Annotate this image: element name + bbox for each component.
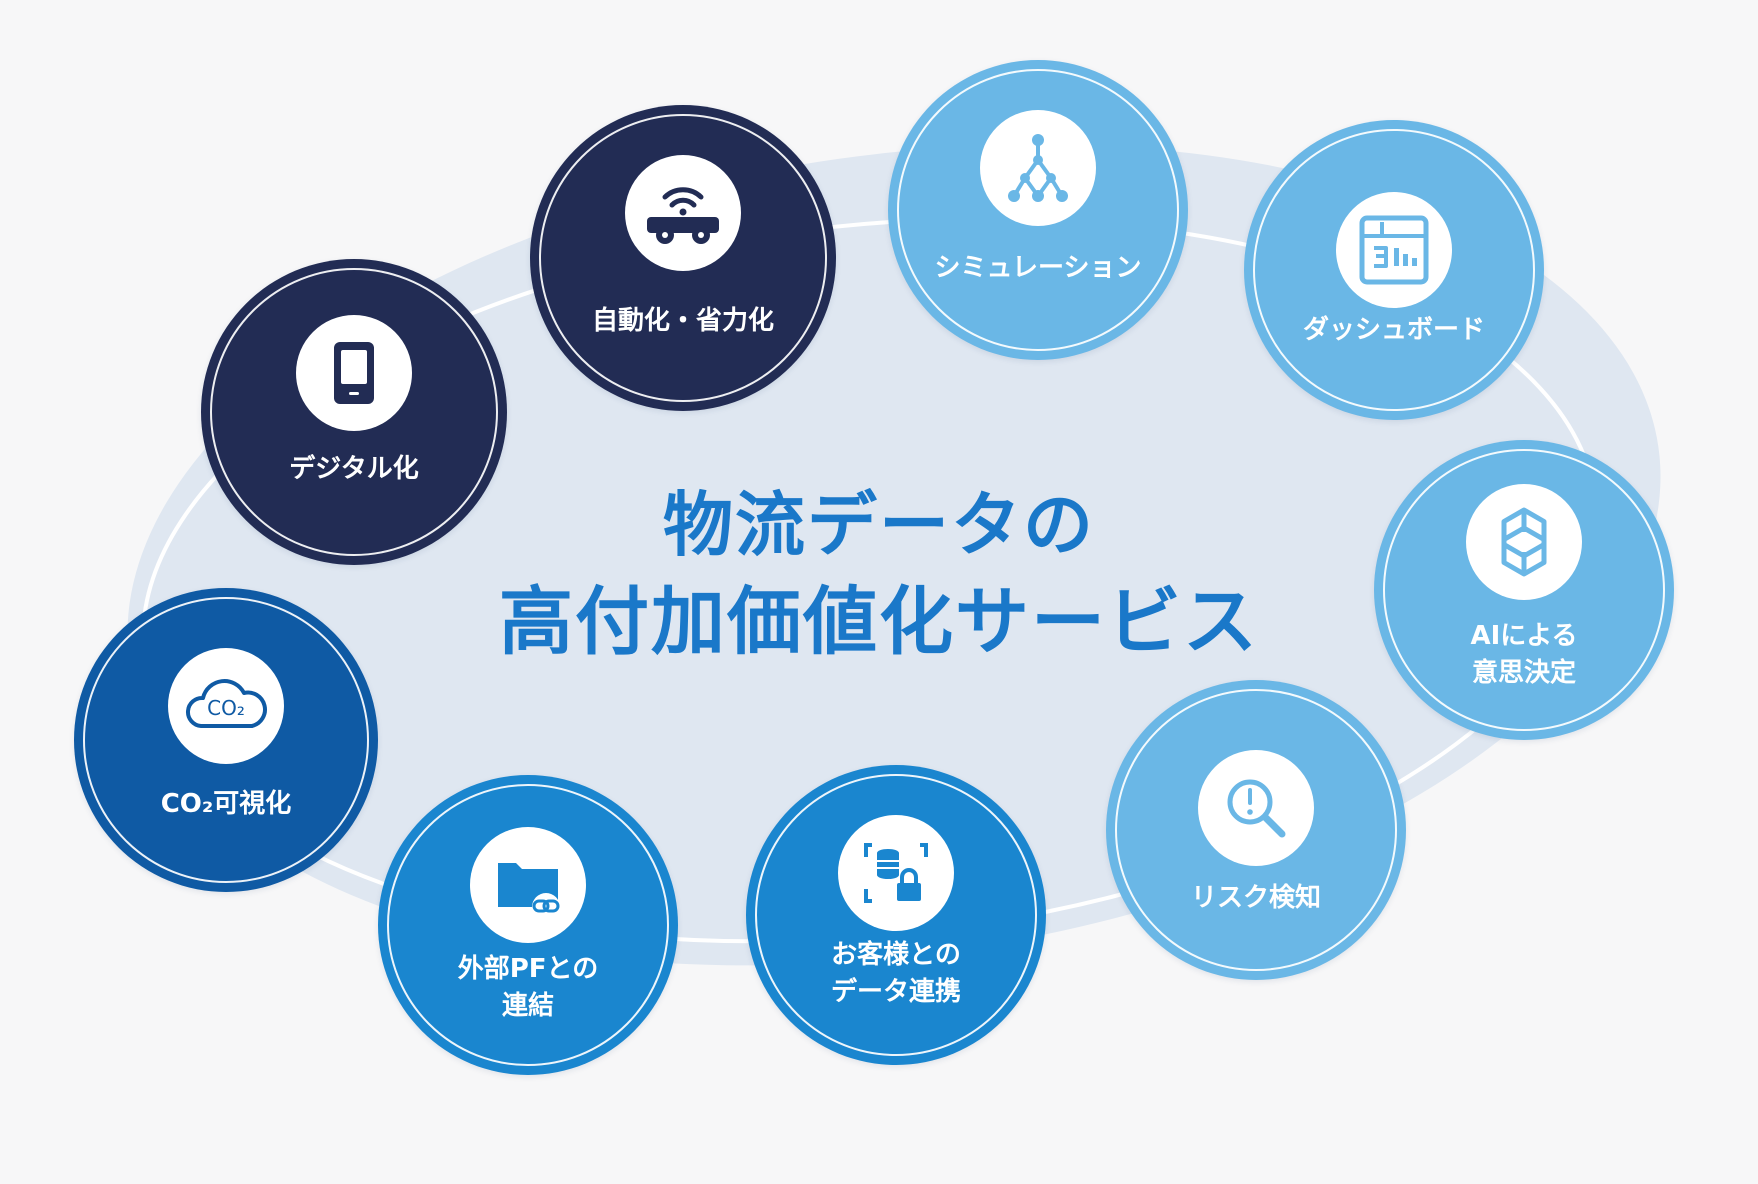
tablet-icon: [296, 315, 412, 431]
service-label: AIによる 意思決定: [1470, 621, 1578, 688]
service-label: 自動化・省力化: [591, 306, 774, 336]
service-node-co2-visualization: CO₂ CO₂可視化: [74, 588, 378, 892]
diagram-title-line2: 高付加価値化サービス: [499, 579, 1259, 665]
service-node-automation: 自動化・省力化: [530, 105, 836, 411]
service-label: リスク検知: [1190, 883, 1321, 913]
service-label: 外部PFとの 連結: [457, 954, 599, 1021]
service-node-simulation: シミュレーション: [888, 60, 1188, 360]
dashboard-chart-icon: [1336, 192, 1452, 308]
service-label: CO₂可視化: [160, 789, 292, 819]
database-lock-icon: [838, 815, 954, 931]
alert-magnifier-icon: [1198, 750, 1314, 866]
diagram-title-line1: 物流データの: [663, 484, 1095, 566]
service-label: お客様との データ連携: [830, 940, 961, 1007]
service-node-external-pf: 外部PFとの 連結: [378, 775, 678, 1075]
service-label: ダッシュボード: [1302, 315, 1485, 345]
folder-link-icon: [470, 827, 586, 943]
service-node-digitalization: デジタル化: [201, 259, 507, 565]
service-label: シミュレーション: [934, 253, 1142, 283]
network-tree-icon: [980, 110, 1096, 226]
co2-icon-text: CO₂: [207, 696, 245, 720]
service-label: デジタル化: [289, 454, 419, 484]
service-node-risk-detection: リスク検知: [1106, 680, 1406, 980]
ai-knot-icon: [1466, 484, 1582, 600]
co2-cloud-icon: CO₂: [168, 648, 284, 764]
service-node-customer-data: お客様との データ連携: [746, 765, 1046, 1065]
service-node-dashboard: ダッシュボード: [1244, 120, 1544, 420]
service-node-ai-decision: AIによる 意思決定: [1374, 440, 1674, 740]
wifi-vehicle-icon: [625, 155, 741, 271]
